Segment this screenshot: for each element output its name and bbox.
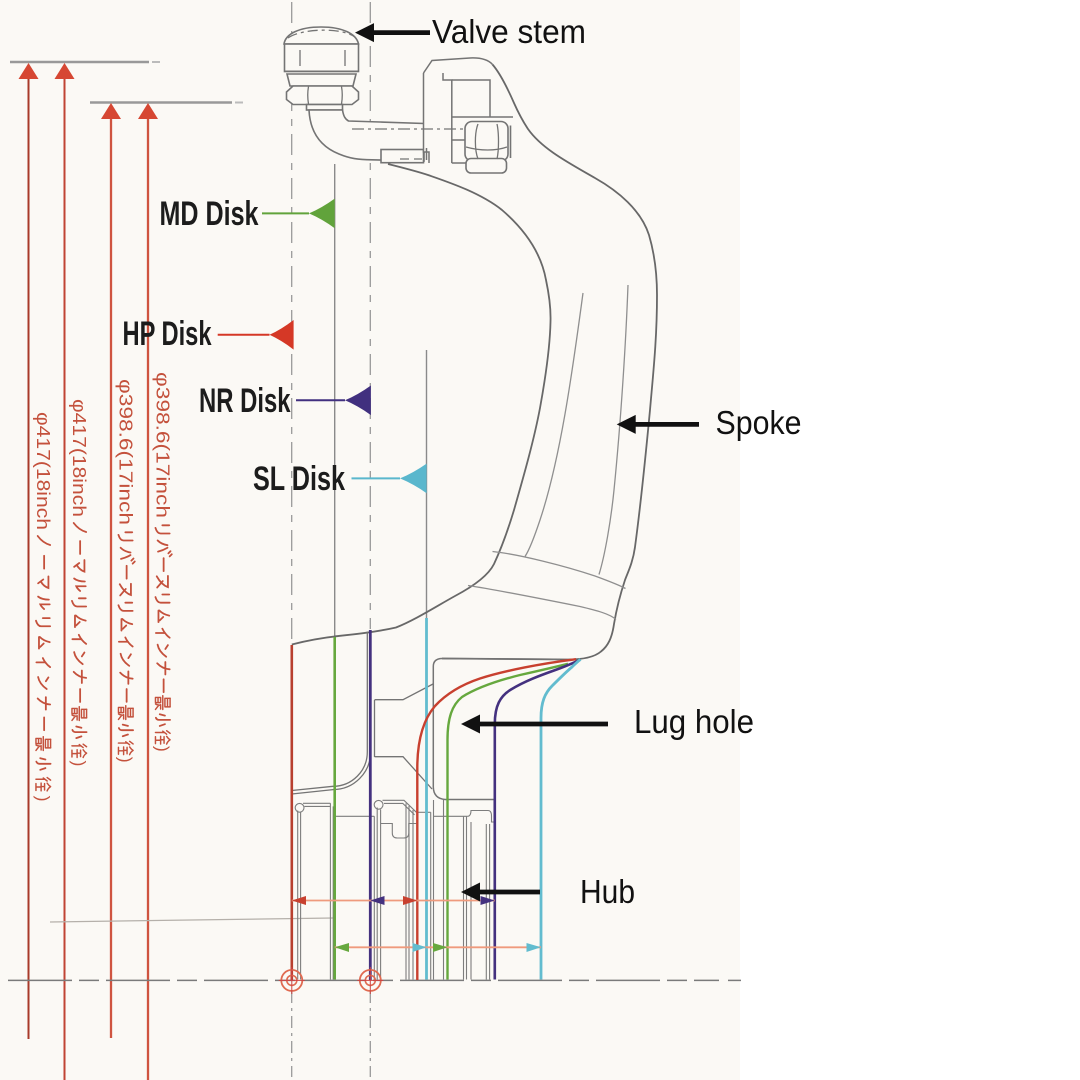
svg-text:): ) — [33, 796, 53, 802]
svg-text:SL Disk: SL Disk — [253, 460, 346, 498]
svg-text:φ417(18inch: φ417(18inch — [33, 412, 54, 530]
svg-text:Lug hole: Lug hole — [634, 703, 754, 740]
svg-text:φ398.6(17inch: φ398.6(17inch — [116, 379, 137, 525]
svg-text:MD Disk: MD Disk — [160, 195, 260, 233]
svg-text:): ) — [69, 761, 89, 767]
svg-text:NR Disk: NR Disk — [199, 382, 291, 420]
svg-text:HP Disk: HP Disk — [123, 315, 213, 353]
svg-text:): ) — [116, 757, 136, 763]
svg-text:Spoke: Spoke — [716, 404, 802, 441]
svg-text:φ398.6(17inch: φ398.6(17inch — [153, 372, 174, 518]
svg-text:φ417(18inch: φ417(18inch — [69, 399, 90, 517]
svg-text:Valve stem: Valve stem — [432, 13, 586, 50]
svg-text:Hub: Hub — [580, 873, 635, 910]
svg-text:): ) — [153, 746, 173, 752]
